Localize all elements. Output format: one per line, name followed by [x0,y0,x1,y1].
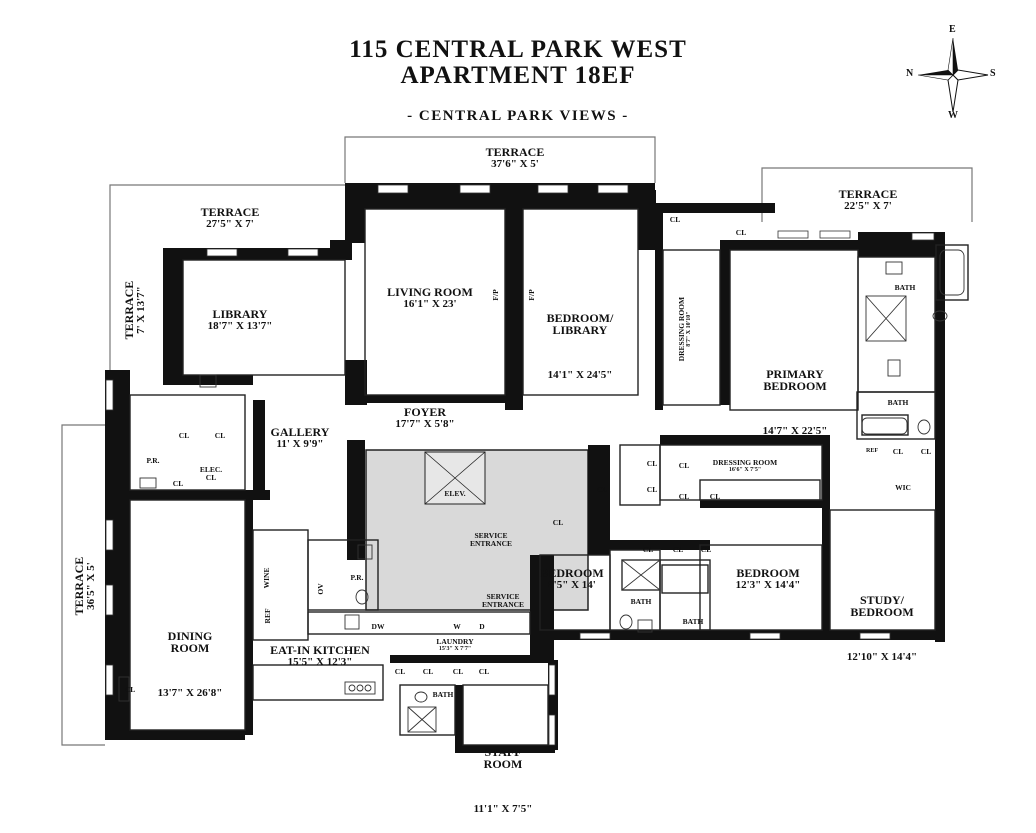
closet-14: CL [672,545,684,554]
closet-4: CL [214,431,226,440]
dressing-room-2-label: DRESSING ROOM 16'6" X 7'5" [712,458,778,473]
terrace-west-outline [61,424,105,746]
closet-3: CL [178,431,190,440]
compass-w: W [948,110,958,121]
views-caption: - CENTRAL PARK VIEWS - [407,108,629,124]
shower-primary [865,295,907,342]
bath-2: BATH [630,597,652,606]
oven-label: OV [316,583,326,595]
closet-8: CL [646,459,658,468]
dressing-room-1-label: DRESSING ROOM 8'7" X 10'10" [676,296,692,362]
closet-10: CL [678,461,690,470]
compass-rose: E N S W [906,24,998,121]
powder-room-2: P.R. [350,573,364,582]
terrace-right-label: TERRACE 22'5" X 7' [838,187,898,212]
staff-room-label: STAFF ROOM 11'1" X 7'5" [473,744,533,816]
terrace-top-outline [344,136,656,183]
terrace-top-label: TERRACE 37'6" X 5' [485,145,545,170]
terrace-right-outline [761,167,973,222]
closet-11: CL [678,492,690,501]
fireplace-label-2: F/P [527,289,537,301]
terrace-side-label: TERRACE 7' X 13'7" [121,280,147,340]
dining-room-label: DINING ROOM 13'7" X 26'8" [157,628,223,700]
bedroom-library-label: BEDROOM/ LIBRARY 14'1" X 24'5" [546,310,614,382]
closet-1: CL [669,215,681,224]
study-bedroom-label: STUDY/ BEDROOM 12'10" X 14'4" [846,592,918,664]
service-entrance-2: SERVICE ENTRANCE [481,592,525,609]
library-label: LIBRARY 18'7" X 13'7" [207,307,273,332]
bath-3: BATH [682,617,704,626]
terrace-west-label: TERRACE 36'5" X 5' [71,556,97,616]
closet-16: CL [892,447,904,456]
bath-primary-2: BATH [887,398,909,407]
bedroom-small-label: BEDROOM 8'5" X 14' [540,566,604,591]
closet-22: CL [478,667,490,676]
closet-19: CL [394,667,406,676]
compass-n: N [906,68,914,79]
closet-2: CL [735,228,747,237]
closet-13: CL [642,545,654,554]
closet-6: CL [552,518,564,527]
terrace-left-label: TERRACE 27'5" X 7' [200,205,260,230]
dishwasher-label: DW [371,622,385,631]
compass-s: S [990,68,996,79]
terrace-left-outline [109,184,345,370]
laundry-label: LAUNDRY 15'3" X 7'7" [436,637,474,652]
building-address: 115 CENTRAL PARK WEST [349,36,687,63]
foyer-label: FOYER 17'7" X 5'8" [395,405,455,430]
closet-17: CL [920,447,932,456]
closet-15: CL [700,545,712,554]
closet-20: CL [422,667,434,676]
closet-5: CL [172,479,184,488]
kitchen-label: EAT-IN KITCHEN 15'5" X 12'3" [270,643,370,668]
primary-bedroom-label: PRIMARY BEDROOM 14'7" X 22'5" [762,366,828,438]
fireplace-label-1: F/P [491,289,501,301]
gallery-label: GALLERY 11' X 9'9" [270,425,330,450]
bedroom-label: BEDROOM 12'3" X 14'4" [735,566,801,591]
refrigerator-small: REF [866,448,878,454]
dryer-label: D [479,622,485,631]
compass-e: E [949,24,956,35]
refrigerator-label: REF [263,608,273,624]
elevator-label: ELEV. [444,489,466,498]
closet-12: CL [709,492,721,501]
closet-18: CL [124,685,136,694]
service-entrance-1: SERVICE ENTRANCE [469,531,513,548]
closet-9: CL [646,485,658,494]
closet-7: CL [596,485,608,494]
wine-label: WINE [262,567,272,589]
bath-primary-1: BATH [894,283,916,292]
compass-star-icon [917,37,989,113]
washer-label: W [453,622,461,631]
living-room-label: LIVING ROOM 16'1" X 23' [387,285,473,310]
closet-21: CL [452,667,464,676]
walk-in-closet: WIC [895,483,911,492]
apartment-number: APARTMENT 18EF [400,62,636,89]
powder-room-1: P.R. [146,456,160,465]
electrical-closet: ELEC. CL [199,465,223,482]
bath-staff: BATH [432,690,454,699]
floor-plan [61,136,973,753]
